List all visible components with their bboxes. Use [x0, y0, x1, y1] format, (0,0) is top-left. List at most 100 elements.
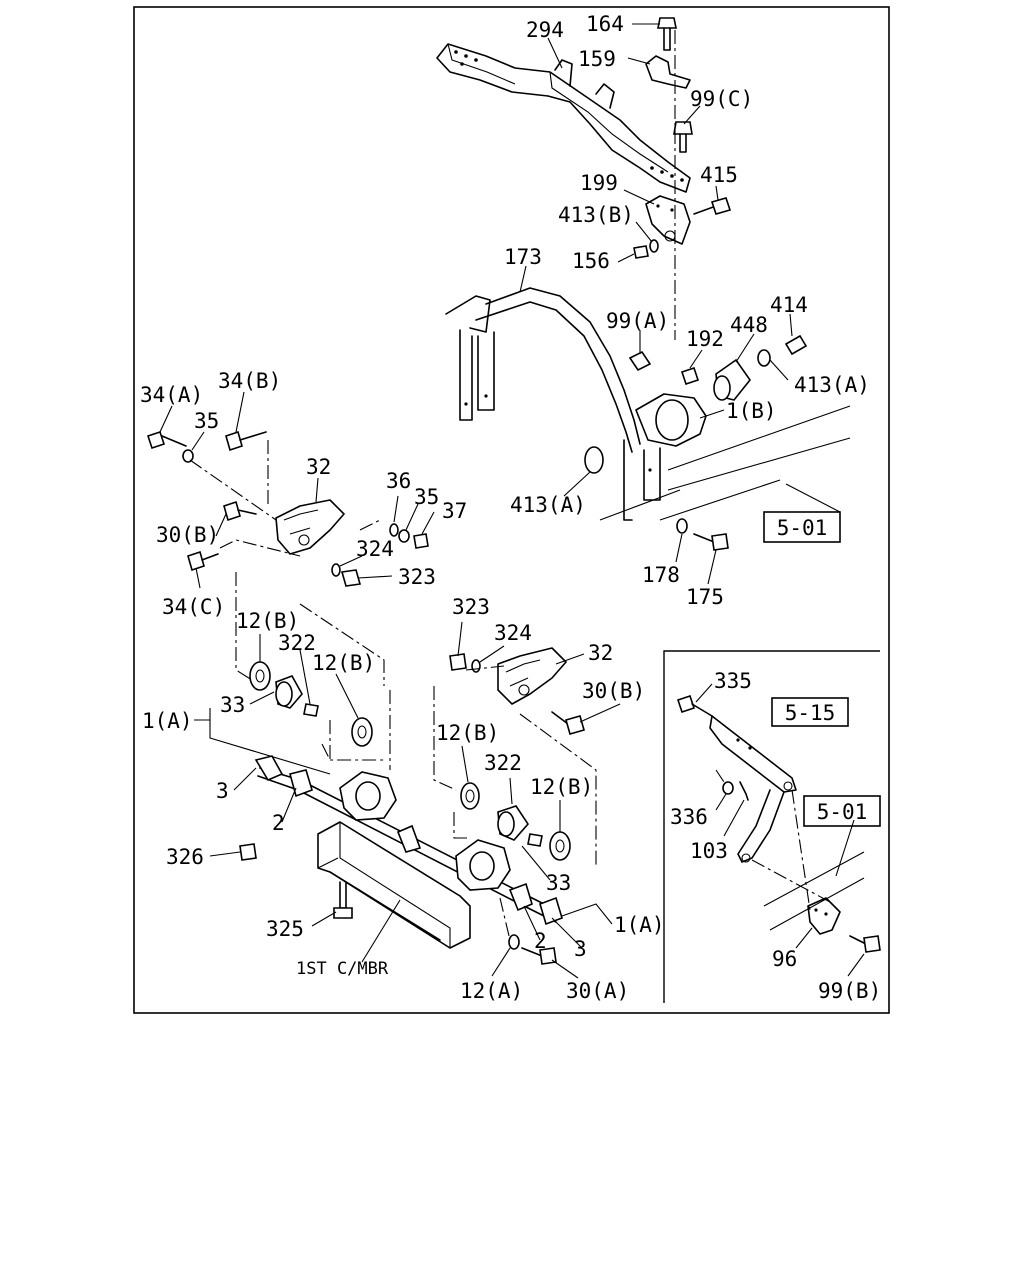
washer-12b-b — [351, 717, 373, 747]
crossmember-leader — [361, 899, 401, 963]
callout-34a: 34(A) — [140, 383, 203, 407]
mount-1a-right — [455, 839, 511, 891]
callout-164: 164 — [586, 12, 624, 36]
bolt-30b-right — [551, 711, 585, 735]
washer-36 — [389, 523, 399, 537]
ref-5-01-inset: 5-01 — [817, 800, 868, 824]
callout-12b-c: 12(B) — [436, 721, 499, 745]
assembly-line-right-bracket — [433, 665, 597, 866]
pin-322-left — [303, 703, 319, 717]
washer-12b-c — [460, 782, 480, 810]
callout-34b: 34(B) — [218, 369, 281, 393]
callout-12b-a: 12(B) — [236, 609, 299, 633]
bolt-34c — [187, 550, 219, 572]
callout-99c: 99(C) — [690, 87, 753, 111]
bolt-34b — [225, 430, 267, 452]
callout-173: 173 — [504, 245, 542, 269]
callout-1a-left: 1(A) — [142, 709, 193, 733]
callout-1b: 1(B) — [726, 399, 777, 423]
washer-12a — [508, 934, 520, 950]
nut-37 — [413, 533, 429, 549]
lever-arm — [709, 715, 797, 863]
assembly-line-inset — [715, 769, 831, 911]
callout-156: 156 — [572, 249, 610, 273]
assembly-line-shaft — [321, 743, 511, 941]
pin-414 — [784, 334, 808, 356]
callout-199: 199 — [580, 171, 618, 195]
rod-335 — [676, 694, 713, 717]
washer-413a-middle — [584, 446, 604, 474]
callout-103: 103 — [690, 839, 728, 863]
nut-323-left — [340, 569, 362, 587]
callout-32-right: 32 — [588, 641, 613, 665]
callout-35-right: 35 — [414, 485, 439, 509]
callout-175: 175 — [686, 585, 724, 609]
bolt-99b — [849, 935, 881, 953]
callout-30b-right: 30(B) — [582, 679, 645, 703]
mount-1a-left — [339, 771, 397, 821]
callout-415: 415 — [700, 163, 738, 187]
bracket-32-left — [275, 499, 345, 555]
callout-413a-middle: 413(A) — [510, 493, 586, 517]
washer-35-right — [398, 529, 410, 543]
ref-5-01-main: 5-01 — [777, 516, 828, 540]
callout-322-left: 322 — [278, 631, 316, 655]
ref-box-5-01-main — [763, 511, 841, 543]
inset-frame-rail — [763, 851, 865, 931]
callout-33-left: 33 — [220, 693, 245, 717]
bolt-164 — [657, 17, 677, 51]
callout-325: 325 — [266, 917, 304, 941]
washer-324-right — [471, 659, 481, 673]
callout-35-left: 35 — [194, 409, 219, 433]
ref-box-5-01-inset — [803, 795, 881, 827]
cotter-pin-103 — [739, 781, 749, 801]
callout-99b: 99(B) — [818, 979, 881, 1003]
bracket-32-right — [497, 647, 567, 705]
bolt-30b-left — [223, 500, 257, 522]
callout-326: 326 — [166, 845, 204, 869]
bolt-99c — [673, 121, 693, 153]
callout-33-right: 33 — [546, 871, 571, 895]
callout-30b-left: 30(B) — [156, 523, 219, 547]
assembly-line-left-bushing — [235, 572, 391, 770]
callout-322-right: 322 — [484, 751, 522, 775]
callout-324-left: 324 — [356, 537, 394, 561]
bracket-294 — [436, 43, 691, 193]
bracket-199 — [645, 195, 691, 245]
bolt-34a — [146, 430, 187, 450]
callout-336: 336 — [670, 805, 708, 829]
diagram-frame — [133, 6, 890, 1014]
callout-2-left: 2 — [272, 811, 285, 835]
callout-178: 178 — [642, 563, 680, 587]
callout-3-left: 3 — [216, 779, 229, 803]
callout-36: 36 — [386, 469, 411, 493]
callout-labels: 294 164 159 99(C) 199 415 413(B) 156 173… — [140, 12, 881, 1003]
bushing-448 — [713, 358, 751, 401]
callout-323-right: 323 — [452, 595, 490, 619]
bushing-33-right — [497, 805, 530, 841]
shaft-1a — [254, 755, 563, 926]
nut-323-right — [449, 653, 467, 671]
washer-324-left — [331, 563, 341, 577]
callout-12b-b: 12(B) — [312, 651, 375, 675]
washer-336 — [722, 781, 734, 795]
callout-30a: 30(A) — [566, 979, 629, 1003]
bolt-175 — [693, 533, 729, 551]
crossmember-label: 1ST C/MBR — [296, 959, 389, 979]
clip-159 — [645, 55, 691, 89]
crossmember — [317, 821, 471, 949]
pin-322-right — [527, 833, 543, 847]
callout-3-right: 3 — [574, 937, 587, 961]
nut-326 — [239, 843, 257, 861]
frame-rail — [599, 405, 851, 521]
callout-294: 294 — [526, 18, 564, 42]
bracket-96 — [807, 897, 841, 935]
callout-413b: 413(B) — [558, 203, 634, 227]
callout-96: 96 — [772, 947, 797, 971]
washer-35-left — [182, 449, 194, 463]
bolt-415 — [693, 197, 732, 215]
callout-1a-right: 1(A) — [614, 913, 665, 937]
bushing-33-left — [275, 675, 303, 709]
callout-414: 414 — [770, 293, 808, 317]
